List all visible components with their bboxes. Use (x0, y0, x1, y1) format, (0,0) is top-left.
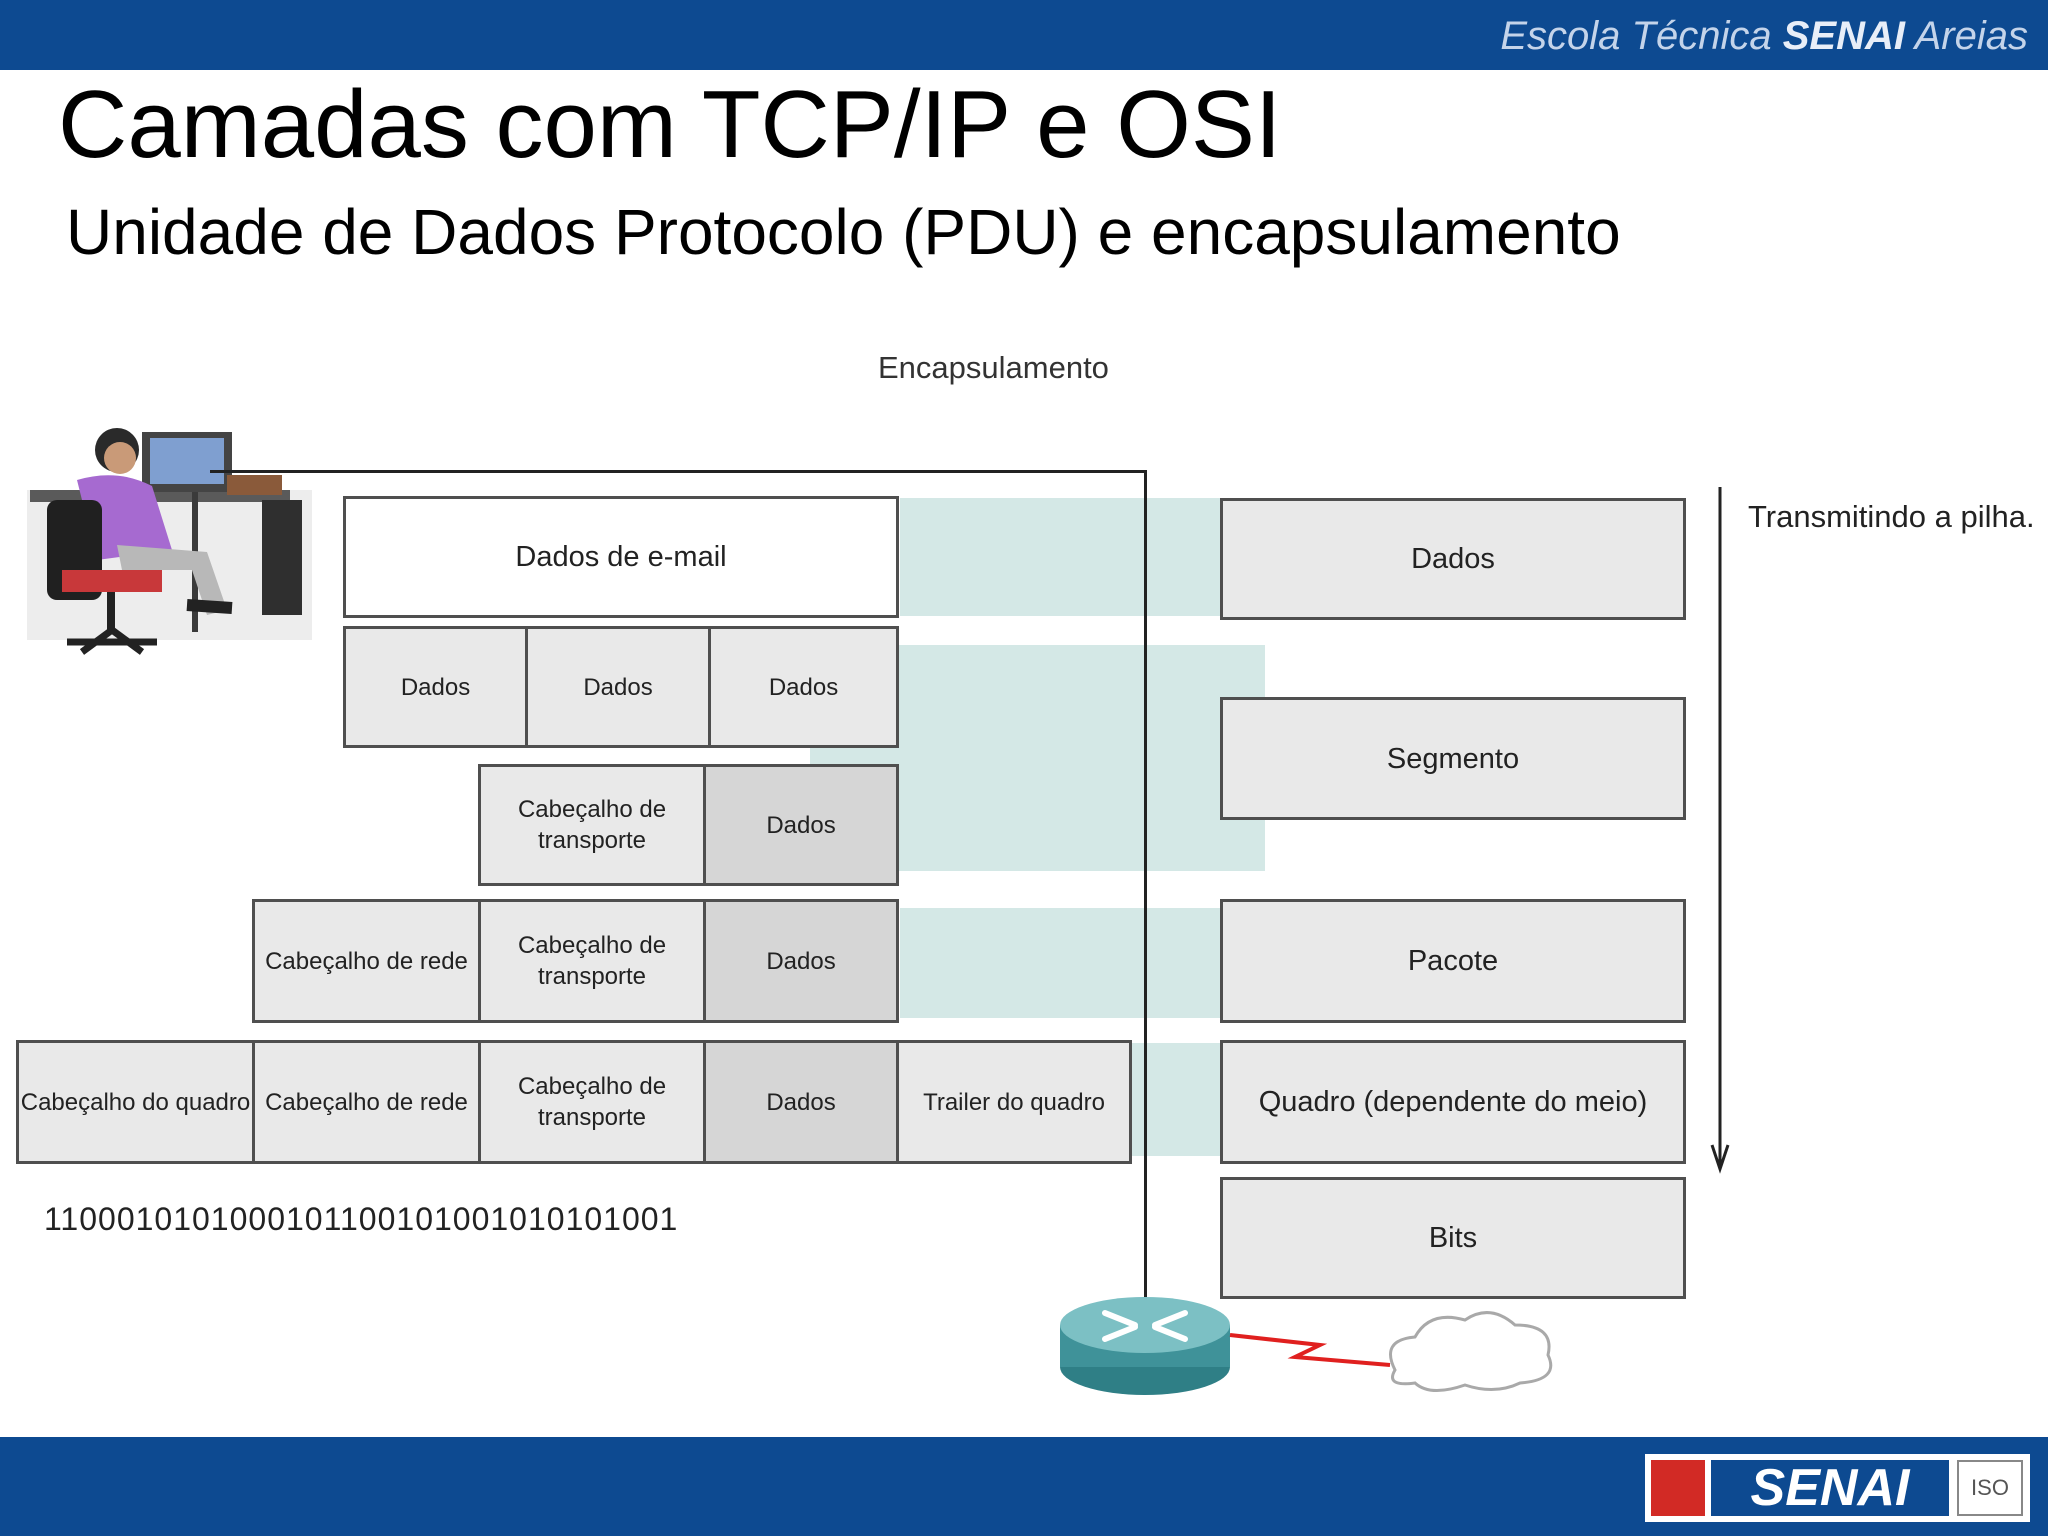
brand-label: SENAI (1782, 14, 1905, 58)
transport-header-box: Cabeçalho de transporte (478, 764, 706, 886)
frame-trailer-box: Trailer do quadro (896, 1040, 1132, 1164)
senai-logo: SENAI ISO (1645, 1454, 2030, 1522)
transport-header-box: Cabeçalho de transporte (478, 899, 706, 1023)
packet-data-box: Dados (703, 899, 899, 1023)
connector-line-top (210, 470, 1147, 473)
segmented-data-box: Dados (525, 626, 711, 748)
bits-sequence: 1100010101000101100101001010101001 (44, 1201, 679, 1237)
logo-text: SENAI (1711, 1460, 1949, 1516)
down-arrow-icon (1710, 487, 1730, 1174)
frame-data-box: Dados (703, 1040, 899, 1164)
email-data-box: Dados de e-mail (343, 496, 899, 618)
network-header-box: Cabeçalho de rede (252, 899, 481, 1023)
direction-label: Transmitindo a pilha. (1748, 499, 2035, 534)
band-packet (900, 908, 1220, 1018)
pdu-bits-box: Bits (1220, 1177, 1686, 1299)
frame-header-box: Cabeçalho do quadro (16, 1040, 255, 1164)
pdu-data-box: Dados (1220, 498, 1686, 620)
computer-user-icon (27, 428, 312, 655)
pdu-packet-box: Pacote (1220, 899, 1686, 1023)
iso-badge: ISO (1957, 1460, 2023, 1516)
city-label: Areias (1914, 14, 2028, 58)
band-data (900, 498, 1220, 616)
segmented-data-box: Dados (708, 626, 899, 748)
header-brand: Escola Técnica SENAI Areias (1500, 14, 2028, 59)
segment-data-box: Dados (703, 764, 899, 886)
network-header-box: Cabeçalho de rede (252, 1040, 481, 1164)
pdu-frame-box: Quadro (dependente do meio) (1220, 1040, 1686, 1164)
segmented-data-box: Dados (343, 626, 528, 748)
transport-header-box: Cabeçalho de transporte (478, 1040, 706, 1164)
pdu-segment-box: Segmento (1220, 697, 1686, 820)
diagram-title: Encapsulamento (878, 350, 1109, 385)
connector-line-vertical (1144, 470, 1147, 1305)
router-cloud-icon (1060, 1297, 1553, 1395)
slide-title: Camadas com TCP/IP e OSI (58, 71, 1282, 178)
header-bar: Escola Técnica SENAI Areias (0, 0, 2048, 70)
logo-emblem-icon (1651, 1460, 1705, 1516)
school-label: Escola Técnica (1500, 14, 1772, 58)
slide-subtitle: Unidade de Dados Protocolo (PDU) e encap… (66, 196, 1621, 268)
